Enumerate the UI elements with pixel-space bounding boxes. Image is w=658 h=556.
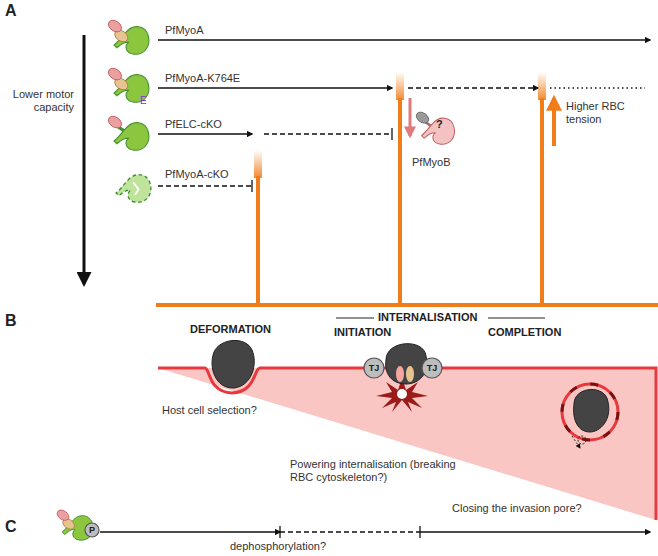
internalisation-dashes-part bbox=[336, 317, 374, 318]
panel-letter: C bbox=[5, 518, 17, 536]
myosin-icon-part bbox=[106, 18, 123, 34]
rbc-tension-bars-part bbox=[254, 150, 262, 178]
tension-label: Higher RBC tension bbox=[566, 100, 646, 126]
timeline-arrows-part bbox=[158, 133, 252, 134]
process-note: dephosphorylation? bbox=[230, 540, 326, 553]
rbc-tension-bars-part bbox=[256, 176, 260, 305]
node-circle bbox=[85, 523, 99, 537]
parasite-completing-part bbox=[562, 384, 618, 440]
myosin-ko-icon-part bbox=[116, 175, 151, 203]
strain-label: PfMyoA-cKO bbox=[165, 168, 229, 181]
rbc-tension-bars-part bbox=[156, 303, 658, 307]
timeline-arrows-part bbox=[158, 87, 392, 88]
phospho-timeline-part bbox=[100, 531, 280, 532]
timeline-arrows-part bbox=[158, 39, 650, 40]
myob-arrow bbox=[410, 98, 411, 136]
motor-label: PfMyoB bbox=[412, 156, 451, 169]
parasite-entering bbox=[376, 344, 428, 412]
rbc-wedge bbox=[158, 368, 656, 520]
timeline-arrows-part bbox=[550, 87, 645, 88]
myosin-elc-ko-icon-part bbox=[106, 114, 123, 130]
parasite-entering-part bbox=[386, 344, 427, 384]
timeline-arrows bbox=[158, 40, 650, 192]
stage-label: INITIATION bbox=[334, 326, 391, 339]
stage-label: DEFORMATION bbox=[190, 323, 271, 336]
parasite-completing-part bbox=[578, 436, 586, 444]
strain-label: PfMyoA bbox=[165, 24, 204, 37]
parasite-completing-part bbox=[574, 389, 609, 432]
node-text: P bbox=[84, 522, 100, 538]
tight-junction: TJ bbox=[363, 357, 385, 379]
myosin-icon bbox=[106, 18, 149, 54]
motor-capacity-arrow-part bbox=[83, 35, 86, 284]
timeline-arrows-part bbox=[408, 87, 538, 88]
myosin-ko-icon-part bbox=[133, 182, 138, 195]
parasite-entering-part bbox=[396, 366, 404, 382]
rbc-wedge-part bbox=[158, 368, 656, 520]
panel-letter: A bbox=[5, 2, 17, 20]
mutation-mark: E bbox=[140, 94, 147, 107]
node-circle bbox=[422, 358, 442, 378]
stage-label: COMPLETION bbox=[488, 326, 561, 339]
strain-label: PfELC-cKO bbox=[165, 118, 222, 131]
timeline-arrows-part bbox=[391, 128, 392, 140]
timeline-arrows-part bbox=[264, 133, 392, 134]
motor-capacity-arrow bbox=[84, 35, 85, 284]
phospho-timeline-part bbox=[280, 531, 420, 532]
role-note: Closing the invasion pore? bbox=[452, 502, 582, 515]
phospho-timeline-part bbox=[420, 531, 650, 532]
parasite-completing-part bbox=[562, 384, 618, 440]
node-text: TJ bbox=[421, 357, 443, 379]
timeline-arrows-part bbox=[158, 185, 252, 186]
internalisation-dashes-part bbox=[488, 317, 545, 318]
timeline-arrows-part bbox=[251, 180, 252, 192]
node-circle bbox=[364, 358, 384, 378]
myob-icon-part bbox=[414, 110, 431, 125]
phospho-timeline bbox=[100, 526, 650, 538]
parasite-entering-part bbox=[406, 366, 414, 382]
tight-junction: TJ bbox=[421, 357, 443, 379]
rbc-wedge-part bbox=[158, 368, 656, 520]
strain-label: PfMyoA-K764E bbox=[165, 72, 240, 85]
myob-icon bbox=[414, 110, 454, 144]
axis-label: Lower motor capacity bbox=[4, 88, 74, 114]
myosin-mutant-icon-part bbox=[106, 66, 123, 82]
unknown-mark: ? bbox=[436, 118, 443, 131]
phospho-myosin-icon-part bbox=[55, 508, 71, 523]
rbc-tension-bars bbox=[156, 72, 658, 305]
node-text: TJ bbox=[363, 357, 385, 379]
rbc-tension-bars-part bbox=[538, 72, 546, 100]
tension-arrow bbox=[554, 98, 555, 146]
phosphate-mark: P bbox=[84, 522, 100, 538]
rbc-tension-bars-part bbox=[398, 98, 402, 305]
stage-label: INTERNALISATION bbox=[378, 311, 477, 324]
myosin-ko-icon bbox=[116, 175, 151, 203]
tension-arrow-part bbox=[552, 98, 556, 146]
parasite-deforming-part bbox=[212, 340, 254, 388]
myob-arrow-part bbox=[409, 98, 412, 136]
panel-letter: B bbox=[5, 312, 17, 330]
role-note: Host cell selection? bbox=[162, 404, 257, 417]
rbc-tension-bars-part bbox=[540, 98, 544, 305]
myosin-elc-ko-icon bbox=[106, 114, 149, 150]
rbc-tension-bars-part bbox=[396, 72, 404, 100]
parasite-completing bbox=[562, 384, 618, 448]
parasite-entering-part bbox=[397, 389, 407, 399]
role-note: Powering internalisation (breaking RBC c… bbox=[290, 458, 465, 484]
parasite-deforming bbox=[212, 340, 254, 388]
